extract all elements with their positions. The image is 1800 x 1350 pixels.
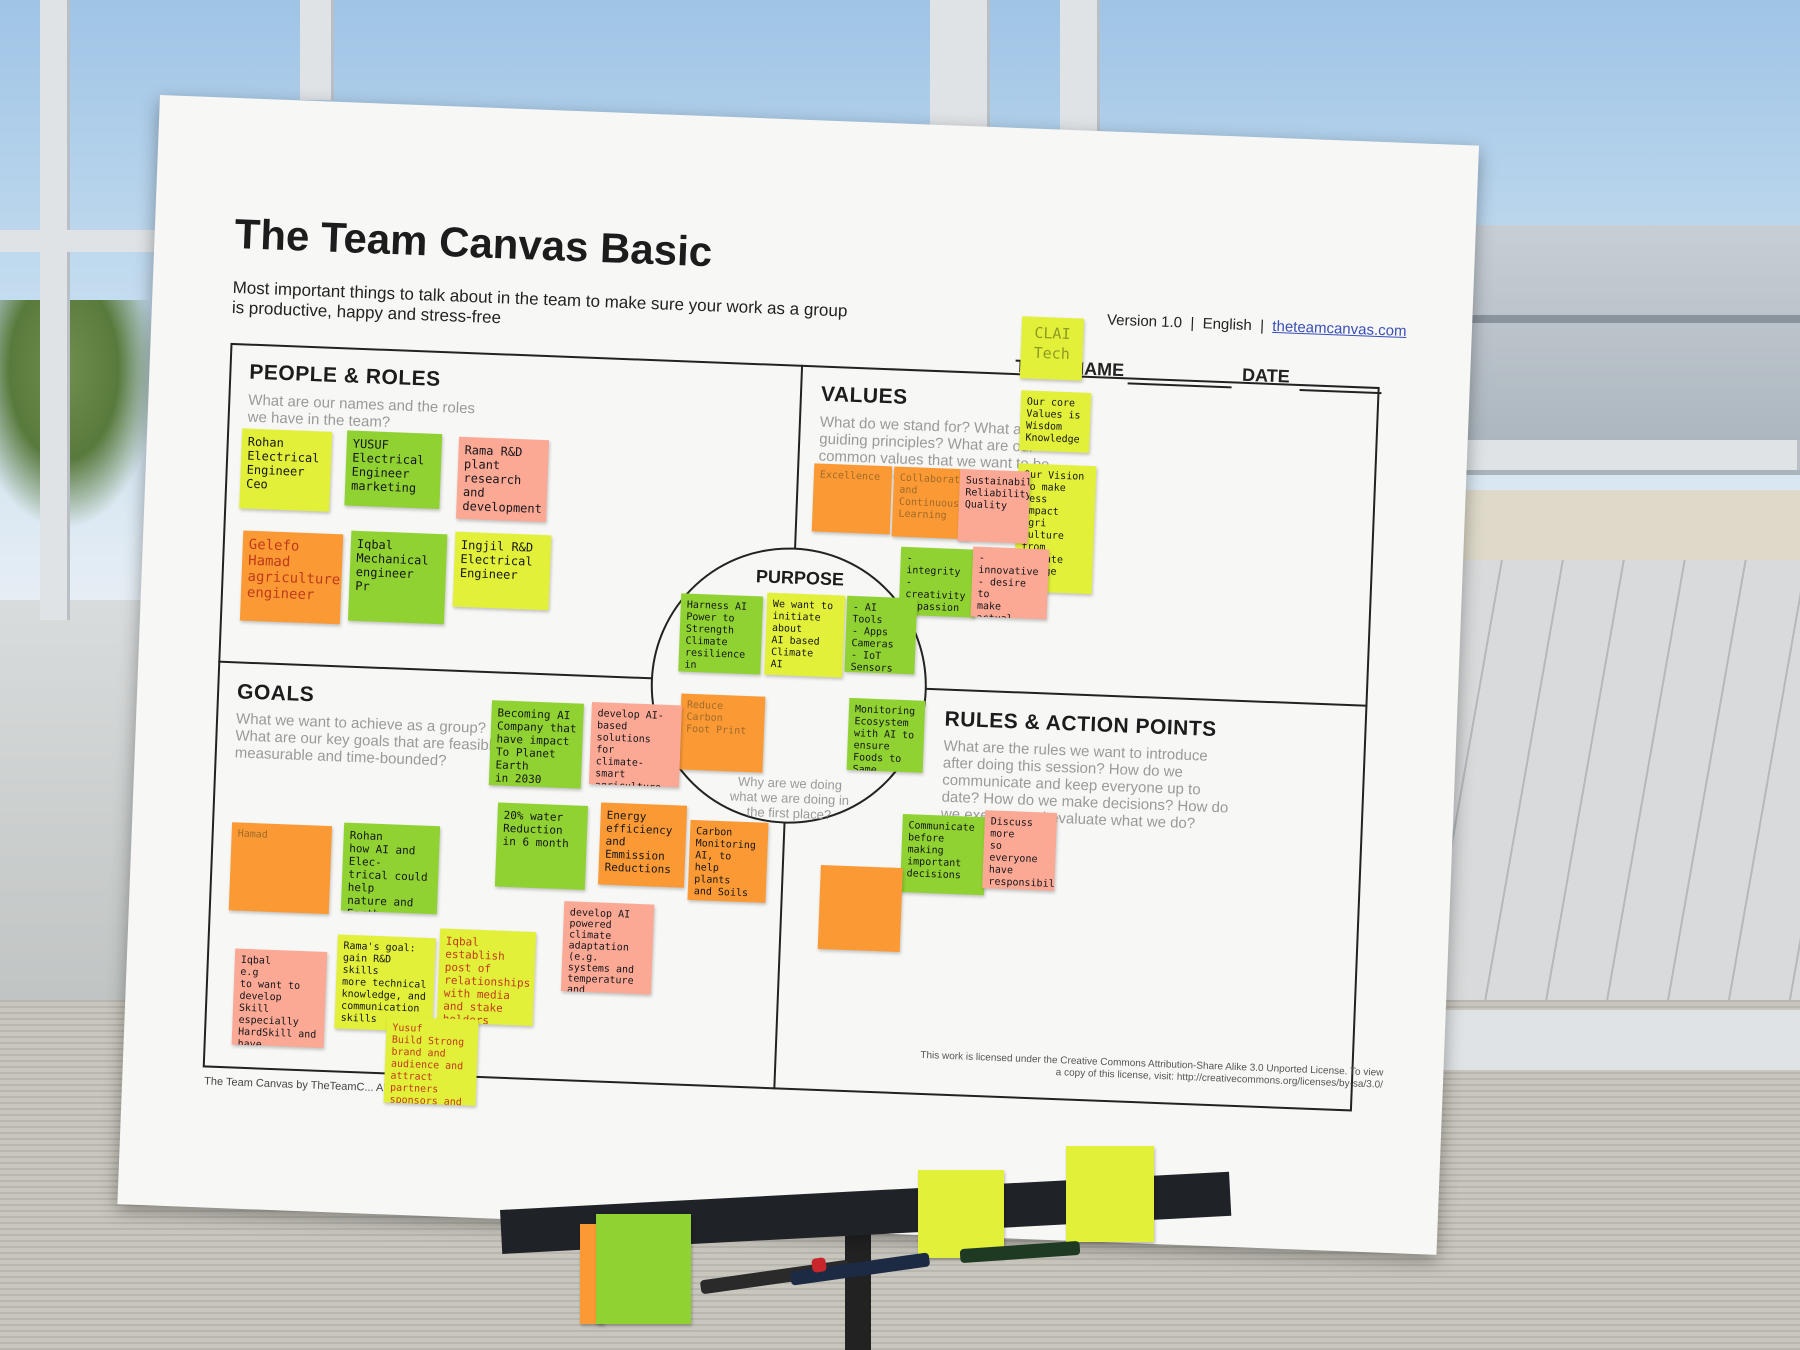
purpose-question: Why are we doing what we are doing in th… [729,773,850,823]
window-mullion [40,0,70,620]
sticky-note-goals[interactable]: Hamad [228,822,333,915]
sticky-note-team-name[interactable]: CLAI Tech [1019,316,1085,381]
version-label: Version 1.0 [1106,311,1183,332]
sticky-note-people[interactable]: Rama R&D plant research and development [455,436,550,523]
sticky-note-values[interactable]: Our core Values is Wisdom Knowledge [1018,390,1092,453]
outdoor-plaza [1440,560,1800,1030]
sticky-note-purpose[interactable]: Harness AI Power to Strength Climate res… [678,593,764,675]
sticky-pad-green[interactable] [596,1214,691,1324]
sticky-note-goals[interactable]: Energy efficiency and Emmission Reductio… [598,802,688,888]
sticky-note-people[interactable]: Ingjil R&D Electrical Engineer [452,531,552,611]
goals-title: GOALS [236,680,315,707]
sticky-note-goals[interactable]: Iqbal e.g to want to develop Skill espec… [231,948,328,1048]
window-mullion [930,0,990,140]
sticky-note-goals[interactable]: Carbon Monitoring AI, to help plants and… [687,819,769,903]
purpose-title: PURPOSE [755,566,845,590]
outdoor-walkway [1440,490,1800,560]
sticky-note-purpose[interactable]: Reduce Carbon Foot Print [678,693,766,773]
sticky-note-rules[interactable]: Discuss more so everyone have responsibi… [982,810,1058,891]
sticky-note-purpose[interactable]: Monitoring Ecosystem with AI to ensure F… [846,697,926,773]
board-meta: Version 1.0 | English | theteamcanvas.co… [1106,311,1407,341]
sticky-note-people[interactable]: Rohan Electrical Engineer Ceo [239,428,333,512]
easel-leg [845,1220,871,1350]
palm-trees [0,300,160,530]
sticky-note-purpose[interactable]: We want to initiate about AI based Clima… [764,592,846,678]
background-building [1420,225,1800,475]
sticky-note-purpose[interactable]: - AI Tools - Apps Cameras - IoT Sensors … [844,595,918,675]
sticky-note-goals[interactable]: Yusuf Build Strong brand and audience an… [383,1016,479,1106]
sticky-note-goals[interactable]: Iqbal establish post of relationships wi… [436,928,537,1026]
window-mullion [1440,440,1800,470]
sticky-note-goals[interactable]: develop AI powered climate adaptation (e… [560,901,655,995]
sticky-note-people[interactable]: Gelefo Hamad agriculture engineer [239,530,344,625]
language-label: English [1202,315,1253,335]
marker-cap-red[interactable] [811,1257,827,1273]
sticky-note-values[interactable]: Excellence [811,463,893,535]
sticky-note-people[interactable]: Iqbal Mechanical engineer Pr [347,530,448,625]
goals-question: What we want to achieve as a group? What… [234,710,505,770]
sticky-note-values[interactable]: Sustainability Reliability Quality [957,468,1031,544]
site-link[interactable]: theteamcanvas.com [1272,317,1407,341]
team-canvas-board: The Team Canvas Basic Most important thi… [117,95,1480,1255]
sticky-pad-yellow[interactable] [918,1170,1004,1258]
sticky-note-goals[interactable]: develop AI-based solutions for climate-s… [588,702,682,788]
sticky-note-people[interactable]: YUSUF Electrical Engineer marketing [344,430,443,510]
window-sill [1440,1010,1800,1070]
window-transom [0,230,160,252]
sticky-note-values[interactable]: - innovative - desire to make actual imp… [970,546,1050,620]
sticky-note-goals[interactable]: 20% water Reduction in 6 month [494,802,589,890]
sticky-note-rules[interactable]: Communicate before making important deci… [899,814,987,896]
board-title: The Team Canvas Basic [233,209,714,276]
window-mullion [300,0,334,100]
values-title: VALUES [820,382,909,409]
sticky-note-goals[interactable]: Becoming AI Company that have impact To … [488,700,584,789]
board-subtitle: Most important things to talk about in t… [231,277,848,328]
sticky-pad-yellow[interactable] [1066,1146,1154,1242]
sticky-note-rules-blank[interactable] [817,864,903,953]
sticky-note-goals[interactable]: Rohan how AI and Elec- trical could help… [340,822,441,915]
